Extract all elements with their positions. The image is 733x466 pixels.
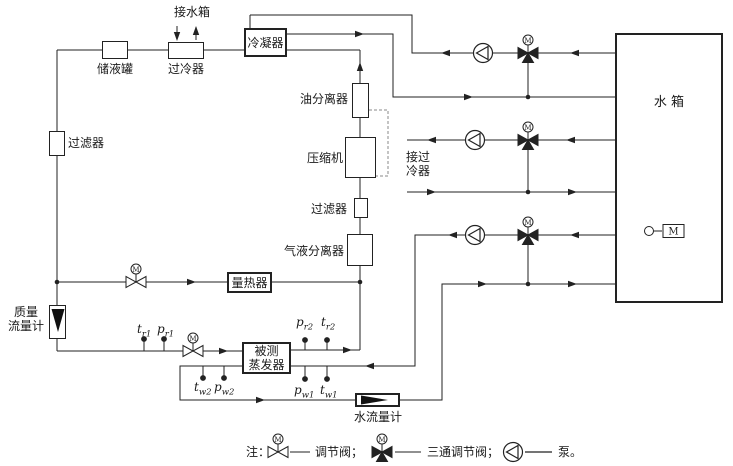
compressor-box <box>345 137 376 178</box>
water-lines <box>179 14 615 401</box>
svg-text:M: M <box>189 335 196 343</box>
pump-subcooler-circuit <box>464 129 486 151</box>
three-way-valve-evaporator-circuit: M <box>517 216 539 245</box>
measure-point-label-tw2: tw2 <box>194 380 212 398</box>
oil-return-dashed-line <box>369 109 389 177</box>
svg-text:M: M <box>132 266 139 274</box>
subcooler-box <box>168 42 204 59</box>
flow-arrows <box>173 26 579 404</box>
condenser-label: 冷凝器 <box>247 35 284 50</box>
to-water-tank-label: 接水箱 <box>173 5 210 19</box>
liquid-filter-box <box>49 131 65 156</box>
regulating-valve-calorimeter-branch: M <box>125 263 147 289</box>
legend-pump-symbol <box>502 441 552 463</box>
water-flow-meter-label: 水流量计 <box>353 410 402 424</box>
evaporator-label-line2: 蒸发器 <box>248 358 285 372</box>
legend-note-label: 注： <box>246 445 271 459</box>
measure-point-label-tw1: tw1 <box>320 383 338 401</box>
oil-separator-box <box>352 83 369 118</box>
three-way-valve-condenser-circuit: M <box>517 34 539 63</box>
subcooler-label: 过冷器 <box>167 62 204 76</box>
water-flow-meter-triangle-icon <box>360 395 388 405</box>
suction-filter-box <box>354 198 368 218</box>
measure-point-label-pw1: pw1 <box>294 383 315 401</box>
svg-text:M: M <box>378 436 385 444</box>
measure-point-markers <box>141 336 330 382</box>
measure-point-label-tr2: tr2 <box>321 315 336 333</box>
mass-flow-meter-label-line1: 质量 <box>13 305 38 319</box>
measure-point-label-pw2: pw2 <box>214 380 235 398</box>
calorimeter-box: 量热器 <box>227 272 272 293</box>
to-subcooler-label: 接过冷器 <box>403 150 433 178</box>
to-subcooler-label-line2: 冷器 <box>405 164 430 178</box>
measure-point-label-pr2: pr2 <box>296 315 314 333</box>
evaporator-under-test-box: 被测 蒸发器 <box>242 342 291 374</box>
to-subcooler-label-line1: 接过 <box>405 150 430 164</box>
water-flow-meter-box <box>355 393 400 407</box>
measure-point-label-pr1: pr1 <box>157 322 175 340</box>
pump-evaporator-circuit <box>464 224 486 246</box>
gas-liquid-separator-label: 气液分离器 <box>283 244 344 258</box>
regulating-valve-expansion: M <box>182 332 204 358</box>
tank-mixer-motor-symbol: M <box>644 224 685 238</box>
condenser-box: 冷凝器 <box>244 28 287 57</box>
receiver-box <box>102 41 128 59</box>
receiver-label: 储液罐 <box>96 62 133 76</box>
legend-regulating-valve-symbol: M <box>267 433 310 459</box>
liquid-filter-label: 过滤器 <box>68 136 105 150</box>
junction-dots <box>54 94 531 287</box>
svg-text:M: M <box>668 227 678 238</box>
svg-text:M: M <box>524 124 531 132</box>
legend-three-way-valve-label: 三通调节阀； <box>427 445 500 459</box>
mass-flow-meter-label-line2: 流量计 <box>7 319 44 333</box>
legend-regulating-valve-label: 调节阀； <box>315 445 364 459</box>
legend-pump-label: 泵。 <box>558 445 583 459</box>
calorimeter-label: 量热器 <box>231 275 268 290</box>
svg-text:M: M <box>524 219 531 227</box>
oil-separator-label: 油分离器 <box>299 92 348 106</box>
three-way-valve-subcooler-circuit: M <box>517 121 539 150</box>
mass-flow-meter-triangle-icon <box>51 309 64 332</box>
water-tank-box: 水 箱 <box>615 33 723 303</box>
svg-text:M: M <box>524 37 531 45</box>
water-tank-label: 水 箱 <box>653 95 685 110</box>
pump-condenser-circuit <box>472 42 494 64</box>
legend-three-way-valve-symbol: M <box>371 433 421 462</box>
compressor-label: 压缩机 <box>306 151 343 165</box>
mass-flow-meter-label: 质量流量计 <box>4 305 48 333</box>
suction-filter-label: 过滤器 <box>310 202 347 216</box>
svg-text:M: M <box>274 436 281 444</box>
measure-point-label-tr1: tr1 <box>137 322 152 340</box>
evaporator-label-line1: 被测 <box>254 344 279 358</box>
mass-flow-meter-box <box>49 305 66 339</box>
gas-liquid-separator-box <box>347 234 373 266</box>
